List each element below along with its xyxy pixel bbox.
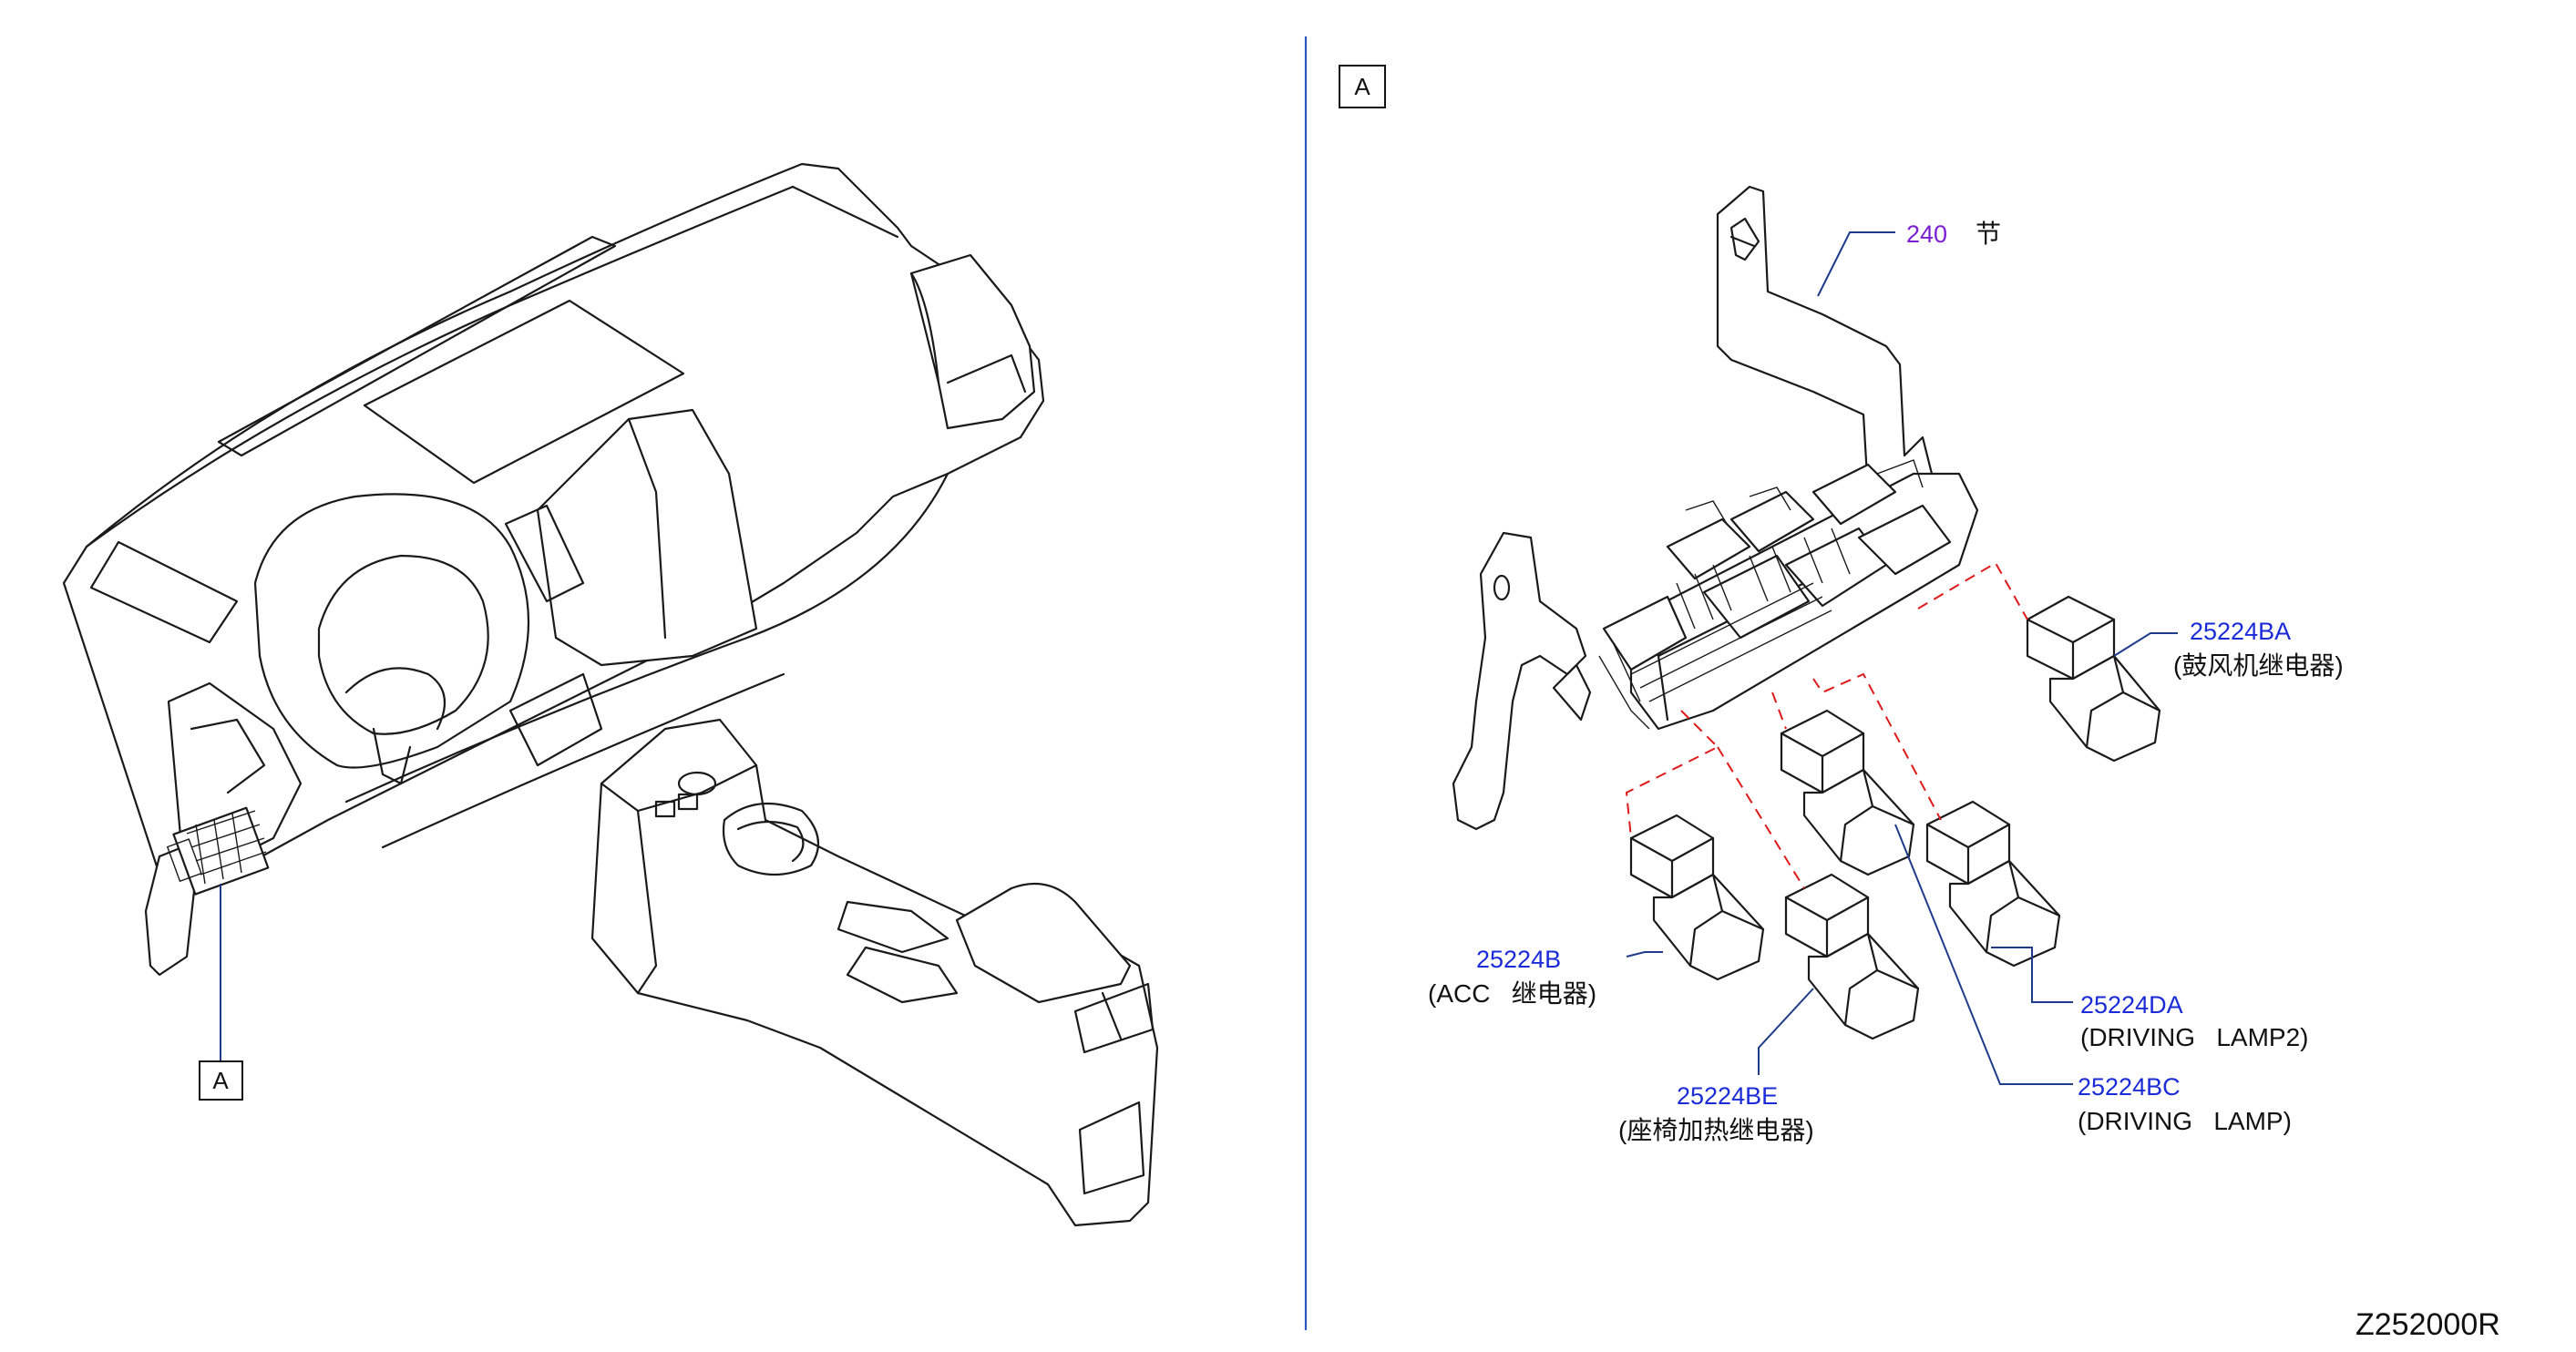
view-A-label-box: A (1339, 65, 1386, 108)
part-name-25224DA: (DRIVING LAMP2) (2080, 1023, 2308, 1051)
part-number-25224BA: 25224BA (2190, 618, 2291, 645)
relay-25224DA-drawing (1925, 800, 2061, 968)
callout-A-left-label: A (212, 1067, 229, 1094)
part-number-25224B: 25224B (1476, 946, 1561, 973)
part-name-25224BC: (DRIVING LAMP) (2078, 1107, 2292, 1135)
part-number-240: 240 (1906, 220, 1947, 248)
part-name-25224BE: (座椅加热继电器) (1618, 1116, 1814, 1144)
relay-25224BA-drawing (2026, 595, 2161, 763)
leader-lines (1626, 231, 2178, 1085)
part-name-25224B: (ACC 继电器) (1428, 979, 1596, 1008)
diagram-code: Z252000R (2355, 1307, 2500, 1342)
label-240: 240 节 (1906, 220, 2001, 248)
relay-25224BE-drawing (1784, 873, 1920, 1040)
relay-25224BC-drawing (1780, 709, 1915, 876)
part-name-240: 节 (1976, 220, 2001, 248)
part-number-25224BE: 25224BE (1677, 1082, 1778, 1110)
label-25224BC: 25224BC (DRIVING LAMP) (2078, 1073, 2292, 1135)
relay-cluster-location (166, 806, 270, 896)
relay-block-drawing (1598, 459, 1979, 731)
bracket-240-drawing (1452, 185, 1934, 831)
install-guides (1625, 561, 2028, 889)
label-25224DA: 25224DA (DRIVING LAMP2) (2080, 991, 2308, 1051)
part-number-25224DA: 25224DA (2080, 991, 2183, 1019)
part-number-25224BC: 25224BC (2078, 1073, 2181, 1101)
label-25224BA: 25224BA (鼓风机继电器) (2173, 618, 2344, 680)
view-A-label: A (1354, 73, 1370, 100)
dashboard-illustration (62, 162, 1159, 1227)
part-name-25224BA: (鼓风机继电器) (2173, 651, 2344, 680)
relay-25224B-drawing (1629, 814, 1765, 981)
label-25224B: 25224B (ACC 继电器) (1428, 946, 1596, 1008)
callout-A-left[interactable]: A (199, 884, 243, 1101)
label-25224BE: 25224BE (座椅加热继电器) (1618, 1082, 1814, 1144)
